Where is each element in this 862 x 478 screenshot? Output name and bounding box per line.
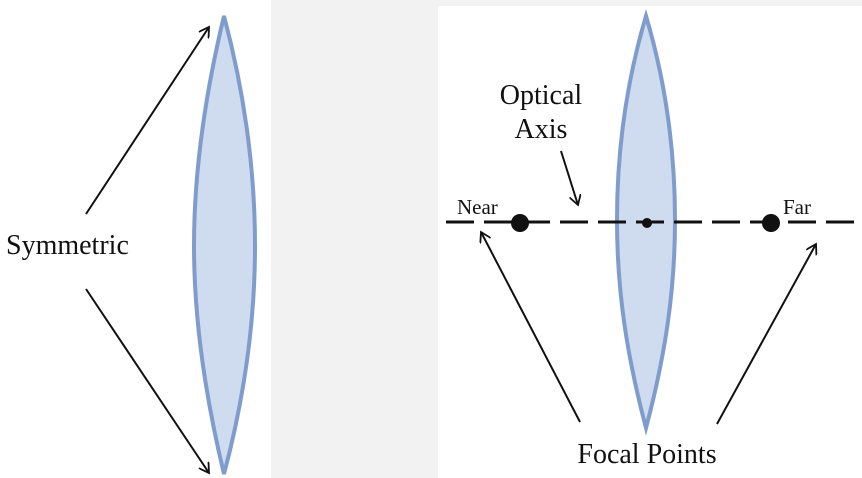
optical-axis-arrow	[560, 150, 578, 205]
focal-points-label: Focal Points	[577, 439, 716, 470]
optical-axis-label-line1: Optical	[500, 80, 583, 111]
lens-center-point	[642, 218, 652, 228]
near-focal-arrow	[481, 232, 581, 423]
symmetric-arrow-up	[85, 27, 209, 215]
near-focal-point	[511, 214, 529, 232]
symmetric-arrow-down	[85, 288, 209, 473]
far-label: Far	[783, 195, 811, 219]
far-focal-point	[762, 214, 780, 232]
optical-axis-label-line2: Axis	[515, 114, 568, 145]
near-label: Near	[457, 195, 498, 219]
far-focal-arrow	[716, 244, 816, 425]
left-lens	[191, 15, 258, 475]
symmetric-label: Symmetric	[6, 230, 129, 261]
